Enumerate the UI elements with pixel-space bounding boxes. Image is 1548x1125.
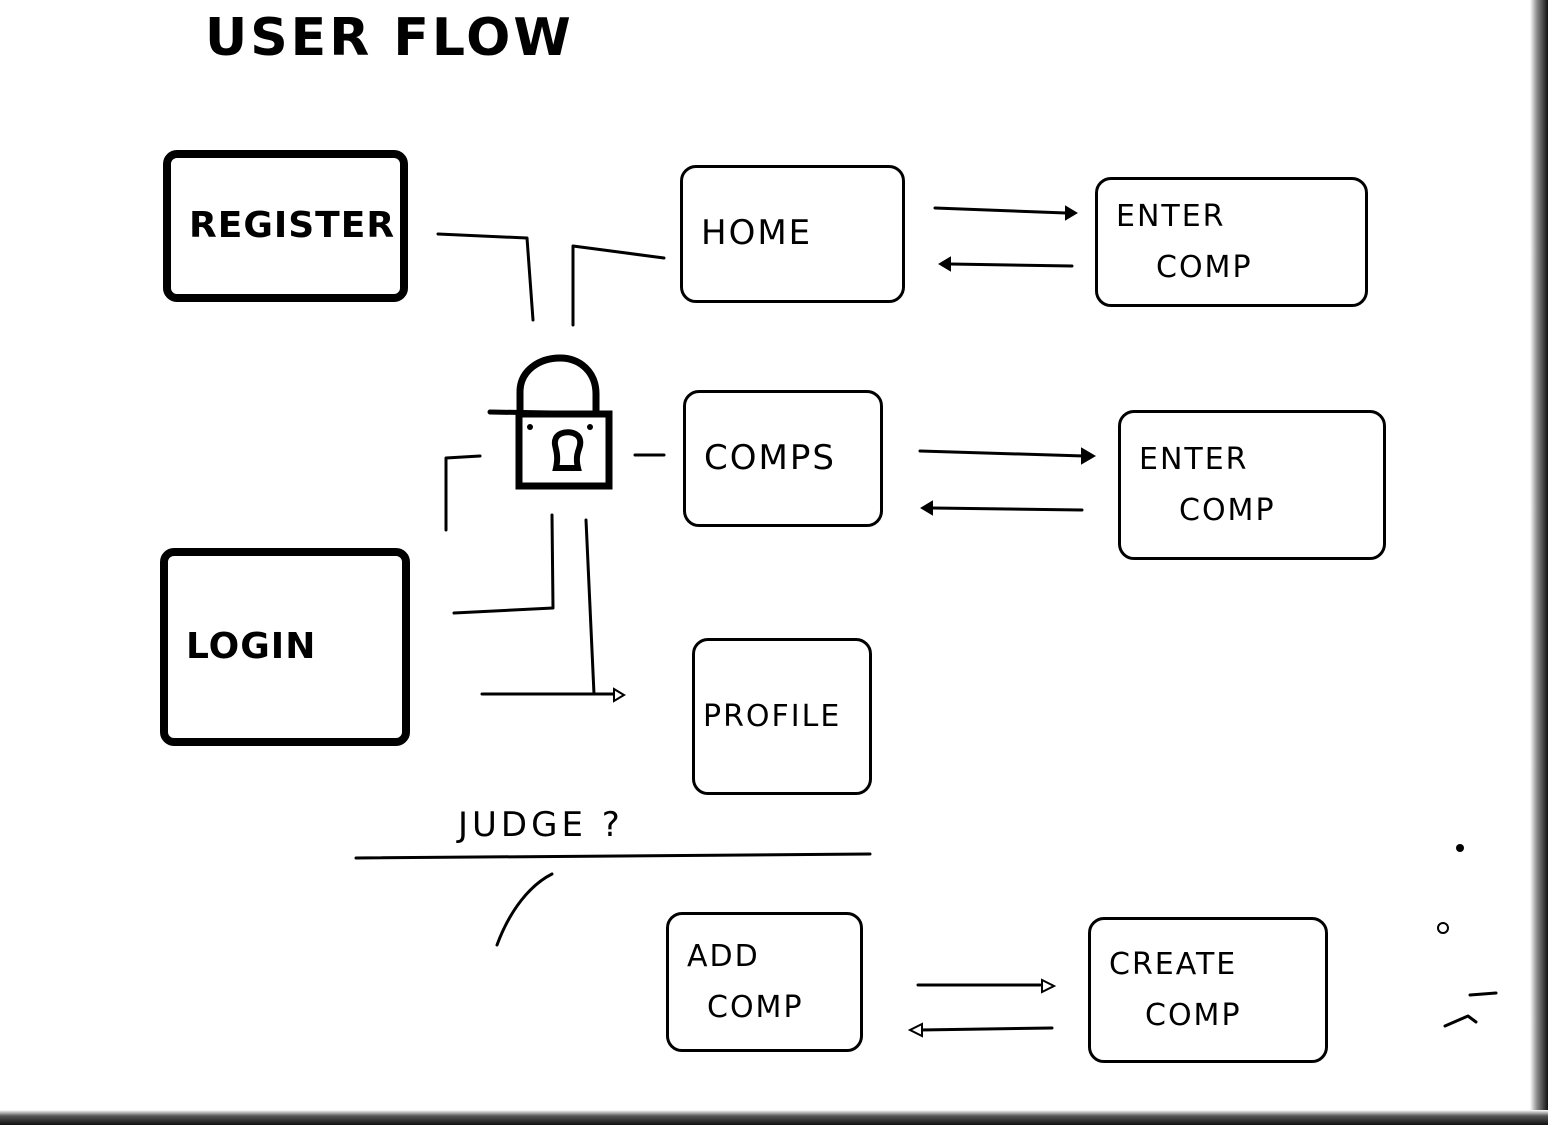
arrowhead-enter-home: [938, 256, 951, 272]
create-comp-line1: CREATE: [1109, 947, 1238, 982]
profile-label: PROFILE: [703, 699, 842, 734]
connector-lock-home: [571, 244, 666, 327]
comps-box: COMPS: [683, 390, 883, 527]
arrowhead-to-profile: [613, 687, 626, 703]
arrow-home-enter: [933, 206, 1068, 215]
enter-comp-2-line1: ENTER: [1139, 442, 1249, 477]
arrow-comps-enter: [918, 449, 1086, 458]
connector-register-lock: [436, 232, 535, 322]
enter-comp-1-line2: COMP: [1156, 250, 1253, 285]
profile-box: PROFILE: [692, 638, 872, 795]
comps-label: COMPS: [704, 437, 836, 478]
paper-edge-right: [1530, 0, 1548, 1125]
register-box: REGISTER: [163, 150, 408, 302]
paper-edge-bottom: [0, 1110, 1548, 1125]
enter-comp-2-line2: COMP: [1179, 493, 1276, 528]
arrow-enter-home: [948, 262, 1074, 268]
home-box: HOME: [680, 165, 905, 303]
add-comp-box: ADD COMP: [666, 912, 863, 1052]
enter-comp-1-line1: ENTER: [1116, 199, 1226, 234]
create-comp-line2: COMP: [1145, 998, 1242, 1033]
arrowhead-create-add: [907, 1022, 923, 1038]
connector-login-lock: [444, 454, 482, 532]
enter-comp-box-2: ENTER COMP: [1118, 410, 1386, 560]
margin-dot-2: [1437, 922, 1449, 934]
add-comp-line1: ADD: [687, 939, 760, 974]
arrowhead-comps-enter: [1081, 447, 1096, 465]
home-label: HOME: [701, 213, 813, 254]
stray-stroke: [495, 872, 554, 947]
arrowhead-home-enter: [1065, 205, 1078, 221]
create-comp-box: CREATE COMP: [1088, 917, 1328, 1063]
judge-divider: [354, 852, 872, 860]
judge-label: JUDGE ?: [458, 805, 624, 845]
connector-lock-login: [452, 513, 555, 615]
margin-mark-2: [1443, 1014, 1478, 1028]
connector-lock-profile: [480, 518, 596, 696]
enter-comp-box-1: ENTER COMP: [1095, 177, 1368, 307]
arrow-create-add: [918, 1026, 1054, 1032]
lock-icon: [487, 354, 613, 490]
register-label: REGISTER: [189, 205, 396, 247]
add-comp-line2: COMP: [707, 990, 804, 1025]
diagram-title: USER FLOW: [205, 8, 574, 68]
margin-dot-1: [1456, 844, 1464, 852]
arrowhead-add-create: [1041, 978, 1057, 994]
arrow-enter-comps: [930, 506, 1084, 512]
arrowhead-enter-comps: [920, 500, 933, 516]
margin-mark-1: [1468, 991, 1498, 997]
login-box: LOGIN: [160, 548, 410, 746]
login-label: LOGIN: [186, 626, 317, 668]
